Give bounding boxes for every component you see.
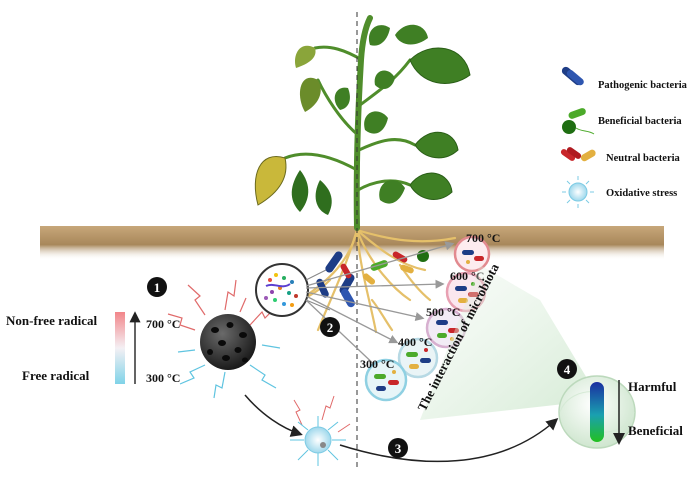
pathogenic-bacteria-icon <box>561 66 584 86</box>
temp-700-label: 700 °C <box>466 231 500 245</box>
step-2-marker: 2 <box>320 317 340 337</box>
plant-branches <box>283 45 417 192</box>
harmful-label: Harmful <box>628 379 677 394</box>
community-300 <box>364 358 408 402</box>
community-700 <box>453 235 491 273</box>
distribution-arrows <box>305 241 455 372</box>
radical-scale: Non-free radical Free radical 700 °C 300… <box>6 311 180 385</box>
arrow-to-outcome <box>339 418 559 463</box>
svg-text:1: 1 <box>154 280 161 295</box>
community-400 <box>397 337 439 379</box>
magnified-community <box>255 263 331 317</box>
svg-text:3: 3 <box>395 441 402 456</box>
legend-label-pathogenic: Pathogenic bacteria <box>598 80 688 91</box>
legend: Pathogenic bacteria Beneficial bacteria … <box>560 66 688 208</box>
scale-top-temp: 700 °C <box>146 317 180 331</box>
projection-cone <box>420 265 600 420</box>
outcome-cell <box>558 375 636 449</box>
svg-text:2: 2 <box>327 320 334 335</box>
non-free-radical-label: Non-free radical <box>6 313 97 328</box>
temp-500-label: 500 °C <box>426 305 460 319</box>
scale-bottom-temp: 300 °C <box>146 371 180 385</box>
legend-label-oxidative: Oxidative stress <box>606 188 677 199</box>
step-3-marker: 3 <box>388 438 408 458</box>
radical-gradient-bar <box>115 312 125 384</box>
temp-300-label: 300 °C <box>360 357 394 371</box>
oxidative-stress-particle <box>290 395 351 466</box>
arrow-to-stress <box>244 394 303 437</box>
biochar-particle <box>167 279 281 399</box>
plant-leaves <box>254 24 471 215</box>
legend-label-beneficial: Beneficial bacteria <box>598 116 682 127</box>
free-radical-label: Free radical <box>22 368 90 383</box>
temp-400-label: 400 °C <box>398 335 432 349</box>
svg-text:4: 4 <box>564 362 571 377</box>
legend-label-neutral: Neutral bacteria <box>606 153 681 164</box>
step-1-marker: 1 <box>147 277 167 297</box>
step-4-marker: 4 <box>557 359 577 379</box>
neutral-bacteria-icon <box>560 147 596 162</box>
beneficial-bacteria-icon <box>562 108 595 135</box>
oxidative-stress-icon <box>562 176 594 208</box>
beneficial-label: Beneficial <box>628 423 683 438</box>
